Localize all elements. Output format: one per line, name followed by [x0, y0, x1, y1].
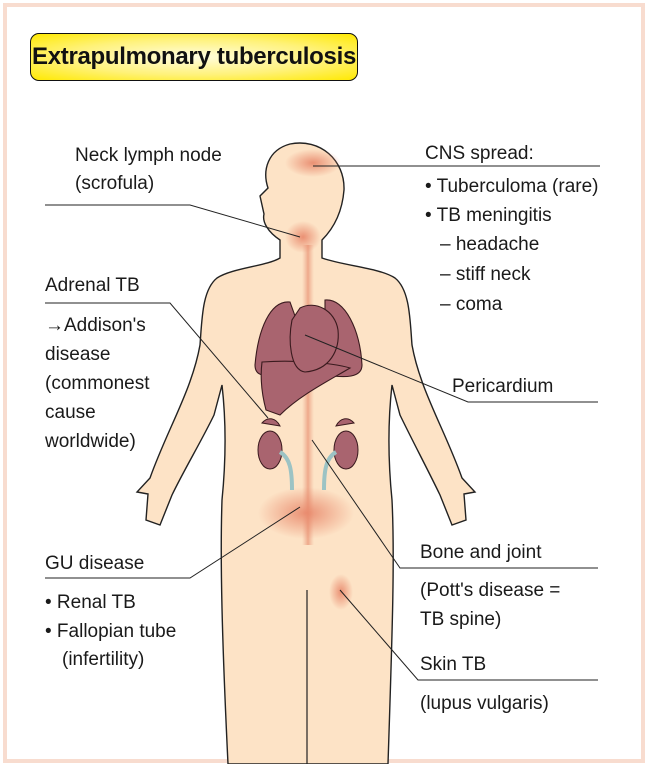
gu-bullet-fallopian: • Fallopian tube: [45, 621, 177, 642]
neck-label: Neck lymph node: [75, 145, 222, 166]
skin-heading: Skin TB: [420, 654, 487, 675]
leader-bone: [311, 439, 598, 569]
cns-sub-headache: – headache: [440, 234, 540, 255]
leader-gu: [45, 506, 301, 579]
leader-pericardium: [304, 334, 598, 403]
title-text: Extrapulmonary tuberculosis: [32, 43, 356, 70]
right-adrenal: [335, 418, 355, 427]
bone-heading: Bone and joint: [420, 542, 542, 563]
leader-skin: [339, 589, 598, 681]
pericardium-label: Pericardium: [452, 376, 554, 397]
adrenal-heading: Adrenal TB: [45, 275, 140, 296]
bone-line2: TB spine): [420, 609, 502, 630]
neck-node-lesion: [285, 221, 321, 253]
left-adrenal: [261, 418, 281, 427]
skin-line1: (lupus vulgaris): [420, 693, 549, 714]
right-ureter: [322, 450, 338, 491]
cns-bullet-meningitis: • TB meningitis: [425, 205, 552, 226]
skin-lesion: [329, 574, 353, 610]
pelvic-lesion: [258, 487, 354, 539]
left-kidney: [257, 430, 283, 470]
gu-infertility: (infertility): [62, 649, 145, 670]
adrenal-line2: disease: [45, 344, 111, 365]
adrenal-line4: cause: [45, 402, 96, 423]
neck-sublabel: (scrofula): [75, 173, 155, 194]
right-kidney: [333, 430, 359, 470]
gu-bullet-renal: • Renal TB: [45, 592, 136, 613]
leader-adrenal: [45, 302, 269, 419]
left-ureter: [278, 450, 294, 491]
cns-heading: CNS spread:: [425, 143, 534, 164]
leader-neck: [45, 204, 301, 238]
adrenal-line3: (commonest: [45, 373, 150, 394]
cns-sub-coma: – coma: [440, 294, 503, 315]
adrenal-line5: worldwide): [45, 431, 136, 452]
title-banner: Extrapulmonary tuberculosis: [30, 33, 358, 81]
brain-lesion: [285, 149, 341, 177]
bone-line1: (Pott's disease =: [420, 580, 561, 601]
cns-bullet-tuberculoma: • Tuberculoma (rare): [425, 176, 599, 197]
gu-heading: GU disease: [45, 553, 145, 574]
cns-sub-stiff-neck: – stiff neck: [440, 264, 531, 285]
adrenal-line1: →Addison's: [45, 315, 146, 336]
